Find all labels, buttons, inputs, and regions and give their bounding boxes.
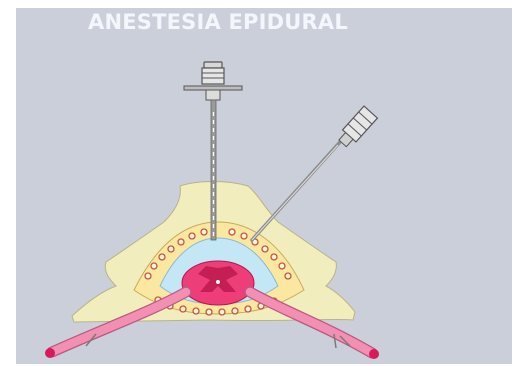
epidural-vessel	[193, 308, 199, 314]
epidural-vessel	[151, 263, 157, 269]
epidural-vessel	[245, 306, 251, 312]
epidural-vessel	[168, 246, 174, 252]
needle-wings	[184, 86, 242, 90]
epidural-vessel	[262, 246, 268, 252]
nerve-end-left	[45, 348, 55, 358]
nerve-end-right	[369, 349, 379, 359]
epidural-vessel	[189, 233, 195, 239]
epidural-vessel	[180, 306, 186, 312]
epidural-vessel	[279, 263, 285, 269]
epidural-vessel	[229, 229, 235, 235]
epidural-vessel	[219, 309, 225, 315]
epidural-vessel	[178, 239, 184, 245]
epidural-vessel	[206, 309, 212, 315]
needle-hub	[202, 68, 224, 84]
needle-hub-cap	[204, 62, 222, 68]
epidural-vessel	[241, 233, 247, 239]
epidural-vessel	[145, 273, 151, 279]
needle-neck	[206, 90, 220, 100]
epidural-vessel	[285, 273, 291, 279]
angled-needle	[252, 106, 377, 240]
slide-title: ANESTESIA EPIDURAL	[88, 12, 348, 33]
epidural-vessel	[232, 308, 238, 314]
epidural-vessel	[201, 229, 207, 235]
epidural-vessel	[271, 254, 277, 260]
epidural-vessel	[159, 254, 165, 260]
central-canal	[216, 280, 220, 284]
